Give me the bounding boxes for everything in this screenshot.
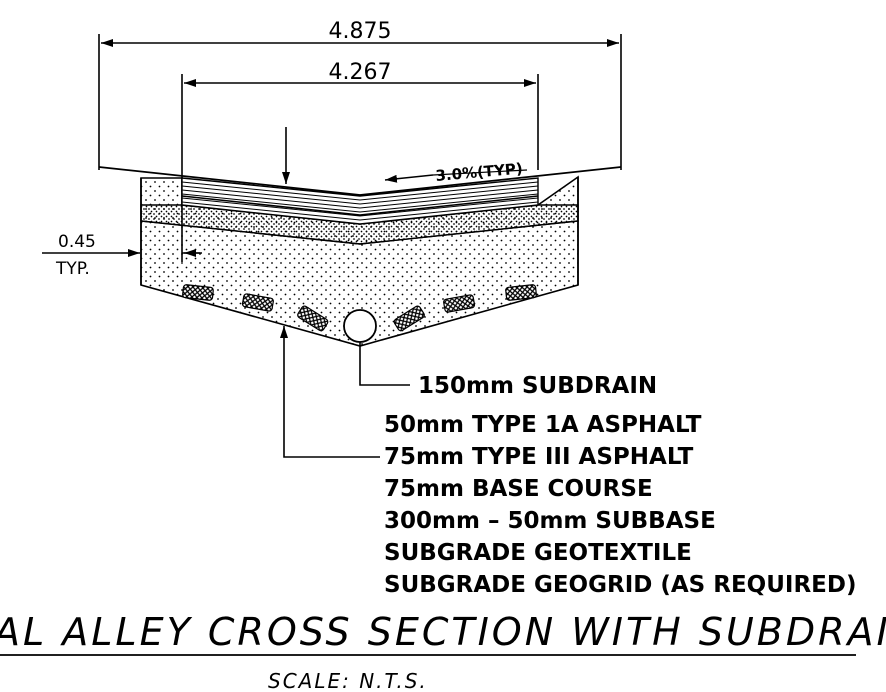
road-surface-line	[98, 166, 622, 196]
subgrade-geogrid	[182, 284, 537, 332]
subdrain-callout: 150mm SUBDRAIN	[418, 373, 657, 399]
layer-callout: SUBGRADE GEOGRID (AS REQUIRED)	[384, 572, 856, 598]
drawing-title: AL ALLEY CROSS SECTION WITH SUBDRAIN	[0, 610, 886, 656]
offset-note-label: TYP.	[55, 259, 90, 279]
offset-dimension: 0.45 TYP.	[42, 232, 202, 279]
offset-value-label: 0.45	[58, 232, 96, 252]
overall-width-label: 4.875	[329, 19, 392, 44]
title-text: AL ALLEY CROSS SECTION WITH SUBDRAIN	[0, 610, 886, 654]
layer-callout: 75mm BASE COURSE	[384, 476, 653, 502]
inner-width-label: 4.267	[329, 60, 392, 85]
layer-callout: 300mm – 50mm SUBBASE	[384, 508, 716, 534]
scale-label: SCALE: N.T.S.	[268, 669, 428, 692]
callout-list: 150mm SUBDRAIN 50mm TYPE 1A ASPHALT 75mm…	[384, 373, 856, 598]
overall-width-dimension: 4.875	[98, 19, 622, 170]
asphalt-layers	[181, 177, 539, 225]
layer-callout: 75mm TYPE III ASPHALT	[384, 444, 694, 470]
layer-callout: 50mm TYPE 1A ASPHALT	[384, 412, 702, 438]
layer-callout: SUBGRADE GEOTEXTILE	[384, 540, 692, 566]
inner-width-dimension: 4.267	[181, 60, 539, 262]
subdrain-pipe	[343, 309, 377, 343]
